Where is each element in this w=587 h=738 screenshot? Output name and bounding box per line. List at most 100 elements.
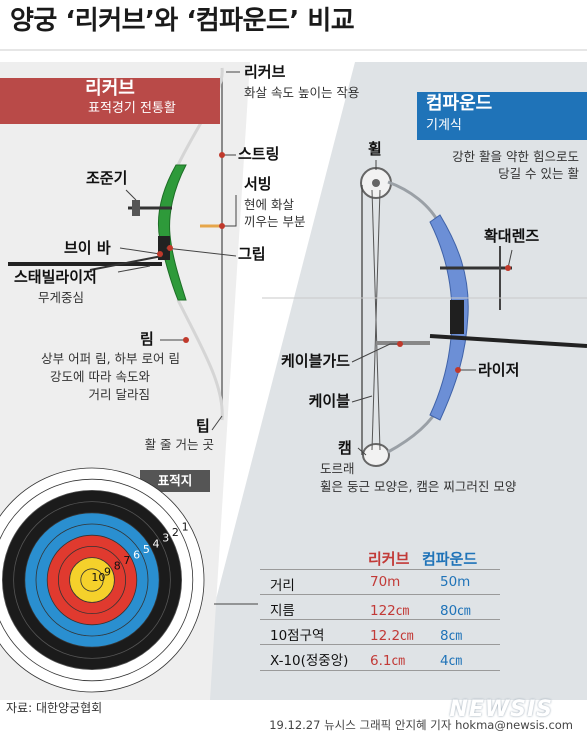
- target-ring-number: 8: [114, 560, 121, 573]
- recurve-bow-illustration: [8, 67, 224, 421]
- target-rings: [0, 467, 205, 693]
- compound-heading-box: [417, 92, 587, 140]
- row-label: 지름: [270, 603, 295, 619]
- leader-scope: [507, 249, 513, 269]
- dot-limb: [183, 337, 189, 343]
- leader-dots: [157, 152, 511, 373]
- desc-limb-2: 강도에 따라 속도와: [50, 369, 150, 384]
- target-ring-number: 4: [153, 537, 160, 550]
- recurve-subtitle: 표적경기 전통활: [88, 101, 176, 116]
- row-compound-value: 8㎝: [440, 628, 463, 644]
- label-sight: 조준기: [86, 169, 128, 187]
- row-compound-value: 4㎝: [440, 653, 463, 669]
- label-cable-guard: 케이블가드: [280, 352, 350, 370]
- leader-vbar: [119, 247, 161, 255]
- source-note: 자료: 대한양궁협회: [6, 701, 103, 715]
- row-recurve-value: 6.1㎝: [370, 653, 405, 669]
- leader-cable: [351, 395, 373, 403]
- target-ring-number: 9: [104, 565, 111, 578]
- target-label: 표적지: [157, 473, 193, 488]
- desc-limb-3: 거리 달라짐: [88, 387, 150, 402]
- compound-cam: [362, 443, 390, 467]
- leader-tip: [211, 415, 223, 431]
- recurve-lower-limb: [176, 299, 224, 421]
- target-ring-number: 2: [172, 526, 179, 539]
- compound-stabilizer-rod: [429, 334, 587, 348]
- label-wheel: 휠: [368, 140, 382, 158]
- recurve-riser: [157, 164, 187, 301]
- label-nocking: 서빙: [244, 175, 272, 193]
- recurve-sight-pin: [132, 200, 140, 216]
- table-header-recurve: 리커브: [368, 550, 410, 568]
- label-scope: 확대렌즈: [484, 227, 540, 245]
- compound-wheel-hub: [372, 179, 380, 187]
- desc-power-2: 당길 수 있는 활: [498, 166, 579, 181]
- recurve-vbar-rod: [89, 255, 163, 271]
- newsis-logo: NEWSIS: [449, 697, 553, 722]
- table-row: 10점구역 12.2㎝ 8㎝: [260, 619, 500, 645]
- row-label: 10점구역: [270, 628, 325, 644]
- table-header-compound: 컴파운드: [422, 550, 478, 568]
- row-recurve-value: 122㎝: [370, 603, 410, 619]
- target-ring-number: 5: [143, 543, 150, 556]
- desc-limb-1: 상부 어퍼 림, 하부 로어 림: [41, 351, 180, 366]
- desc-tip: 활 줄 거는 곳: [144, 437, 214, 452]
- target-ring-number: 6: [133, 549, 140, 562]
- compound-panel-background: [190, 62, 587, 700]
- page-title: 양궁 ‘리커브’와 ‘컴파운드’ 비교: [10, 6, 355, 36]
- recurve-heading-box: [0, 78, 220, 124]
- desc-recurve: 화살 속도 높이는 작용: [244, 85, 360, 100]
- label-vbar: 브이 바: [64, 239, 111, 257]
- row-compound-value: 80㎝: [440, 603, 471, 619]
- compound-grip: [450, 300, 464, 334]
- label-cam: 캠: [338, 439, 352, 457]
- desc-nocking-2: 끼우는 부분: [244, 214, 306, 229]
- label-cable: 케이블: [308, 392, 350, 410]
- compound-cable-line-2: [371, 189, 381, 451]
- target-ring-number: 1: [182, 521, 189, 534]
- row-label: 거리: [270, 578, 295, 594]
- leader-lines: [117, 71, 513, 605]
- leader-grip: [165, 247, 237, 257]
- leader-sight: [125, 189, 137, 201]
- target-ring-number: 3: [162, 532, 169, 545]
- leader-stabilizer: [117, 265, 151, 273]
- recurve-heading: 리커브: [85, 78, 135, 99]
- desc-stabilizer: 무게중심: [38, 290, 85, 305]
- target-ring-number: 7: [123, 554, 130, 567]
- desc-nocking-1: 현에 화살: [244, 197, 294, 212]
- dot-string: [219, 152, 225, 158]
- desc-cam-1: 도르래: [320, 461, 355, 476]
- dot-cable-guard: [397, 341, 403, 347]
- leader-nocking: [224, 195, 237, 227]
- dot-scope: [505, 265, 511, 271]
- label-stabilizer: 스태빌라이저: [14, 268, 97, 286]
- compound-subtitle: 기계식: [426, 118, 462, 133]
- table-row: 지름 122㎝ 80㎝: [260, 594, 500, 620]
- dot-vbar: [157, 251, 163, 257]
- label-recurve: 리커브: [244, 63, 286, 81]
- row-recurve-value: 70m: [370, 574, 401, 590]
- leader-cam: [357, 447, 367, 456]
- label-grip: 그립: [238, 245, 266, 263]
- dot-riser: [455, 367, 461, 373]
- dot-nocking: [219, 223, 225, 229]
- desc-cam-2: 휠은 둥근 모양은, 캠은 찌그러진 모양: [320, 479, 517, 494]
- table-row: X-10(정중앙) 6.1㎝ 4㎝: [260, 644, 500, 671]
- label-string: 스트링: [238, 145, 280, 163]
- label-limb: 림: [140, 330, 154, 348]
- table-row: 거리 70m 50m: [260, 569, 500, 595]
- dot-grip: [167, 245, 173, 251]
- target-ring-number: 10: [91, 571, 105, 584]
- target-label-tag: [140, 470, 210, 492]
- row-compound-value: 50m: [440, 574, 471, 590]
- row-recurve-value: 12.2㎝: [370, 628, 414, 644]
- desc-power-1: 강한 활을 약한 힘으로도: [452, 149, 579, 164]
- credit-line: 19.12.27 뉴시스 그래픽 안지혜 기자 hokma@newsis.com: [269, 718, 573, 732]
- compound-heading: 컴파운드: [426, 93, 493, 114]
- label-tip: 팁: [196, 417, 210, 435]
